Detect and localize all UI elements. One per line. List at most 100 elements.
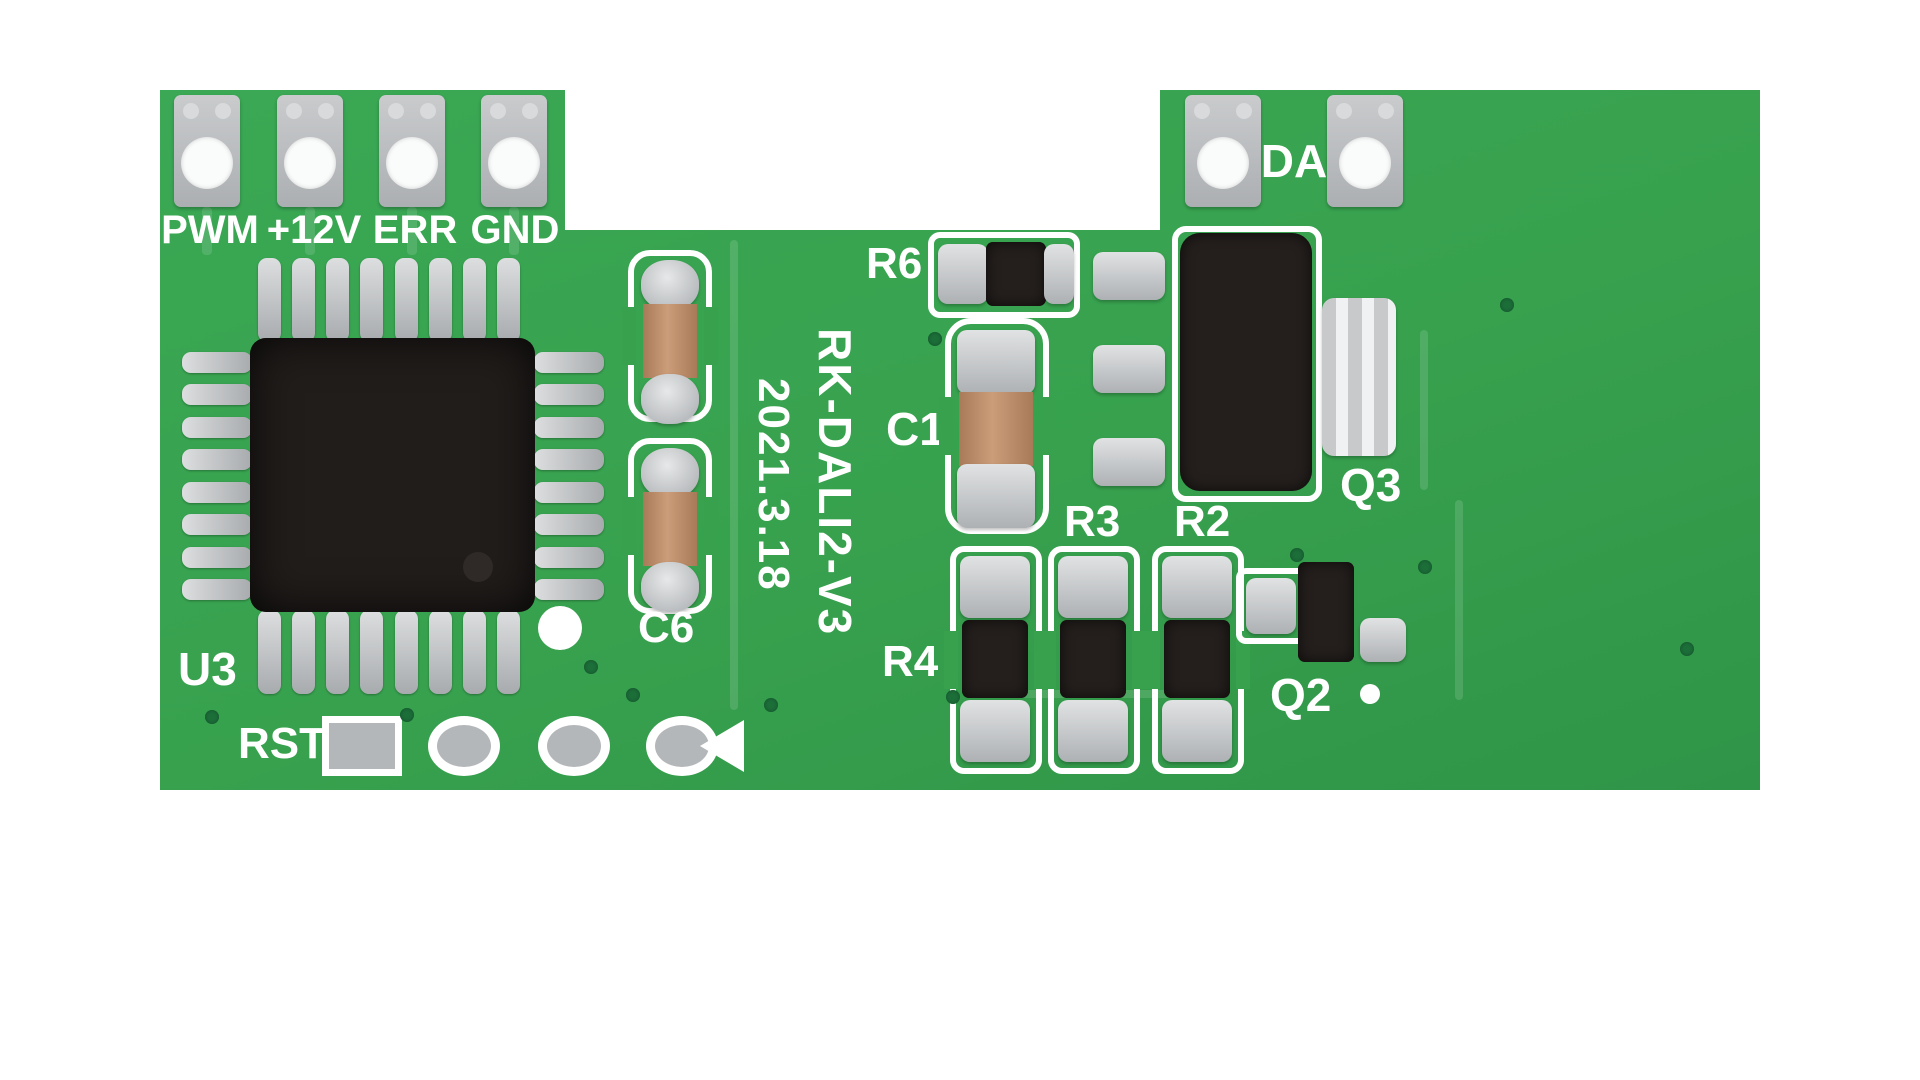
mounting-hole bbox=[284, 137, 336, 189]
bracket-gap bbox=[622, 497, 636, 555]
bracket-gap bbox=[704, 307, 718, 365]
ic-pin bbox=[462, 258, 486, 342]
designator-r4: R4 bbox=[882, 637, 939, 686]
connector-label-da: DA bbox=[1260, 135, 1328, 187]
connector-pad-da-plus bbox=[1185, 95, 1261, 207]
resistor-body bbox=[1164, 620, 1230, 698]
via bbox=[400, 708, 414, 722]
ic-pin bbox=[534, 578, 604, 600]
resistor-body bbox=[1060, 620, 1126, 698]
connector-pad-gnd bbox=[481, 95, 547, 207]
copper-trace bbox=[1455, 500, 1463, 700]
silkscreen-bracket-c1 bbox=[939, 318, 1055, 534]
designator-q3: Q3 bbox=[1340, 459, 1402, 511]
pcb-board: PWM +12V ERR GND DA U3 bbox=[160, 90, 1760, 790]
q3-pad bbox=[1093, 438, 1165, 486]
copper-trace bbox=[1420, 330, 1428, 490]
ic-pins-top bbox=[258, 258, 520, 342]
copper-trace bbox=[202, 207, 212, 255]
connector-pad-err bbox=[379, 95, 445, 207]
bracket-gap bbox=[1146, 631, 1160, 689]
bracket-gap bbox=[622, 307, 636, 365]
copper-trace bbox=[730, 240, 738, 710]
ic-pin bbox=[496, 610, 520, 694]
ic-pin bbox=[534, 514, 604, 536]
pad-pin-dot bbox=[1378, 103, 1394, 119]
silkscreen-bracket-r2 bbox=[1146, 546, 1250, 774]
via bbox=[928, 332, 942, 346]
bracket-gap bbox=[1132, 631, 1146, 689]
via bbox=[1290, 548, 1304, 562]
copper-trace bbox=[407, 207, 417, 255]
ic-pin1-mark bbox=[463, 552, 493, 582]
silkscreen-date: 2021.3.18 bbox=[749, 378, 798, 592]
mounting-hole bbox=[386, 137, 438, 189]
tented-via bbox=[538, 606, 582, 650]
ic-pin bbox=[182, 384, 252, 406]
ic-pins-right bbox=[534, 352, 604, 600]
connector-label-pwm: PWM bbox=[161, 208, 259, 252]
via bbox=[626, 688, 640, 702]
resistor-terminal bbox=[1162, 700, 1232, 762]
mounting-hole bbox=[1197, 137, 1249, 189]
via bbox=[764, 698, 778, 712]
pad-pin-dot bbox=[1236, 103, 1252, 119]
pad-pin-dot bbox=[183, 103, 199, 119]
pad-pin-dot bbox=[318, 103, 334, 119]
ic-pin bbox=[534, 481, 604, 503]
resistor-terminal bbox=[1162, 556, 1232, 618]
silkscreen-bracket-r6 bbox=[928, 232, 1080, 318]
connector-pad-pwm bbox=[174, 95, 240, 207]
capacitor-terminal bbox=[641, 562, 699, 612]
ic-pin bbox=[394, 610, 418, 694]
ic-pin bbox=[182, 416, 252, 438]
capacitor-terminal bbox=[957, 464, 1035, 528]
bracket-gap bbox=[704, 497, 718, 555]
q2-pad bbox=[1360, 618, 1406, 662]
ic-pin bbox=[462, 610, 486, 694]
ic-pin bbox=[326, 610, 350, 694]
resistor-terminal bbox=[938, 244, 988, 304]
via bbox=[946, 690, 960, 704]
test-point bbox=[1360, 684, 1380, 704]
bracket-gap bbox=[1236, 631, 1250, 689]
pad-pin-dot bbox=[1194, 103, 1210, 119]
capacitor-terminal bbox=[641, 448, 699, 498]
ic-pin bbox=[182, 481, 252, 503]
mounting-hole bbox=[488, 137, 540, 189]
resistor-body bbox=[962, 620, 1028, 698]
header-pad bbox=[538, 716, 610, 776]
capacitor-body bbox=[959, 392, 1033, 466]
ic-pin bbox=[496, 258, 520, 342]
designator-u3: U3 bbox=[178, 643, 237, 695]
copper-trace bbox=[509, 207, 519, 255]
pad-pin-dot bbox=[286, 103, 302, 119]
mounting-hole bbox=[1339, 137, 1391, 189]
capacitor-terminal bbox=[957, 330, 1035, 394]
ic-pin bbox=[534, 416, 604, 438]
ic-pin bbox=[428, 258, 452, 342]
ic-u3-body bbox=[250, 338, 535, 612]
designator-q2: Q2 bbox=[1270, 669, 1332, 721]
ic-pins-bottom bbox=[258, 610, 520, 694]
mounting-hole bbox=[181, 137, 233, 189]
connector-pad-da-minus bbox=[1327, 95, 1403, 207]
transistor-q2-body bbox=[1298, 562, 1354, 662]
ic-pin bbox=[360, 610, 384, 694]
ic-pin bbox=[394, 258, 418, 342]
ic-pins-left bbox=[182, 352, 252, 600]
ic-pin bbox=[258, 610, 281, 694]
rst-square-pad bbox=[322, 716, 402, 776]
ic-pin bbox=[292, 258, 316, 342]
ic-pin bbox=[534, 352, 604, 373]
capacitor-body bbox=[643, 304, 697, 378]
ic-pin bbox=[534, 449, 604, 471]
designator-r3: R3 bbox=[1064, 497, 1121, 546]
ic-pin bbox=[326, 258, 350, 342]
via bbox=[205, 710, 219, 724]
pin1-arrow-icon bbox=[700, 720, 744, 772]
designator-r6: R6 bbox=[866, 239, 923, 288]
ic-pin bbox=[182, 546, 252, 568]
resistor-terminal bbox=[1058, 556, 1128, 618]
ic-pin bbox=[258, 258, 281, 342]
